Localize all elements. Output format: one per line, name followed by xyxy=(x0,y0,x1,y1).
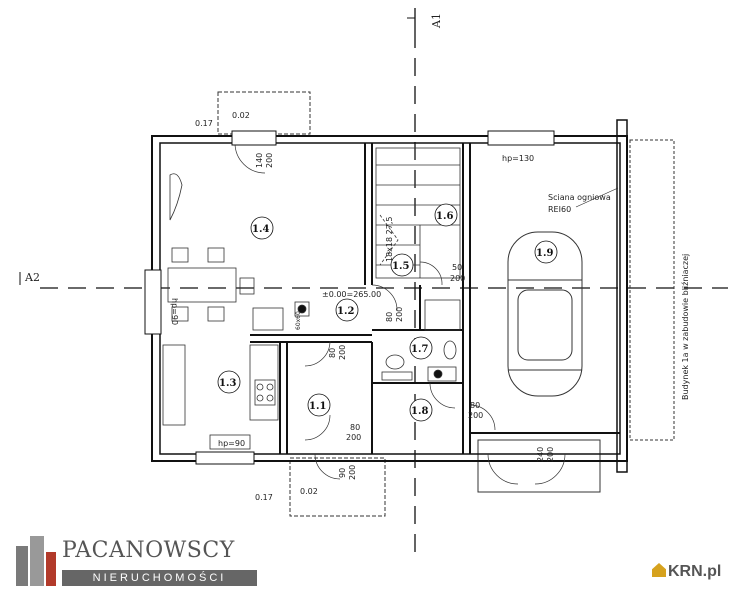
room-1-3: 1.3 xyxy=(219,378,236,389)
svg-text:80: 80 xyxy=(350,423,360,432)
svg-text:80: 80 xyxy=(328,348,337,358)
car-symbol xyxy=(507,231,583,397)
section-mark-a2: A2 xyxy=(19,271,40,285)
brand-subtitle: NIERUCHOMOŚCI xyxy=(62,570,257,586)
windows xyxy=(144,130,555,465)
buildings-logo-icon xyxy=(16,536,56,586)
svg-text:90: 90 xyxy=(338,468,347,478)
room-1-2: 1.2 xyxy=(337,306,354,317)
svg-text:80: 80 xyxy=(470,401,480,410)
svg-text:200: 200 xyxy=(450,274,465,283)
section-mark-a1: A1 xyxy=(407,8,443,30)
interior-walls xyxy=(250,143,620,454)
door-swings xyxy=(234,142,566,485)
svg-text:0.02: 0.02 xyxy=(300,487,318,496)
svg-text:0.02: 0.02 xyxy=(232,111,250,120)
svg-text:200: 200 xyxy=(395,307,404,322)
watermark-text: KRN.pl xyxy=(668,563,722,580)
svg-text:80: 80 xyxy=(385,312,394,322)
svg-text:hp=90: hp=90 xyxy=(170,298,179,325)
svg-text:0.17: 0.17 xyxy=(195,119,213,128)
outer-walls xyxy=(151,119,628,473)
svg-text:200: 200 xyxy=(265,153,274,168)
section-lines xyxy=(40,30,728,560)
svg-text:140: 140 xyxy=(255,153,264,168)
brand-logo-block: PACANOWSCY NIERUCHOMOŚCI xyxy=(14,532,259,588)
svg-text:REI60: REI60 xyxy=(548,205,571,214)
svg-text:A2: A2 xyxy=(24,271,40,284)
room-1-4: 1.4 xyxy=(252,224,269,235)
svg-text:A1: A1 xyxy=(430,13,443,29)
svg-text:240: 240 xyxy=(536,447,545,462)
svg-text:18x18 27,5: 18x18 27,5 xyxy=(385,217,394,262)
svg-text:200: 200 xyxy=(546,447,555,462)
room-1-5: 1.5 xyxy=(392,261,409,272)
room-labels xyxy=(217,203,558,422)
svg-text:200: 200 xyxy=(346,433,361,442)
svg-text:50: 50 xyxy=(452,263,462,272)
svg-text:Sciana ogniowa: Sciana ogniowa xyxy=(548,193,611,202)
room-1-9: 1.9 xyxy=(536,248,553,259)
house-icon xyxy=(652,563,666,577)
svg-text:hp=90: hp=90 xyxy=(218,439,245,448)
svg-text:60x60: 60x60 xyxy=(295,311,302,330)
krn-watermark: KRN.pl xyxy=(652,563,721,581)
svg-text:200: 200 xyxy=(338,345,347,360)
svg-text:200: 200 xyxy=(348,465,357,480)
svg-text:hp=130: hp=130 xyxy=(502,154,534,163)
annotations: 0.17 0.02 0.17 0.02 ±0.00=265.00 hp=130 … xyxy=(170,111,690,502)
brand-name: PACANOWSCY xyxy=(62,538,235,563)
svg-text:0.17: 0.17 xyxy=(255,493,273,502)
room-1-7: 1.7 xyxy=(411,344,428,355)
room-1-1: 1.1 xyxy=(309,401,326,412)
room-1-8: 1.8 xyxy=(411,406,428,417)
svg-text:200: 200 xyxy=(468,411,483,420)
svg-text:±0.00=265.00: ±0.00=265.00 xyxy=(322,290,381,299)
room-1-6: 1.6 xyxy=(436,211,453,222)
svg-text:Budynek 1a w zabudowie bliźnia: Budynek 1a w zabudowie bliźniaczej xyxy=(681,254,690,400)
furniture xyxy=(162,173,461,450)
